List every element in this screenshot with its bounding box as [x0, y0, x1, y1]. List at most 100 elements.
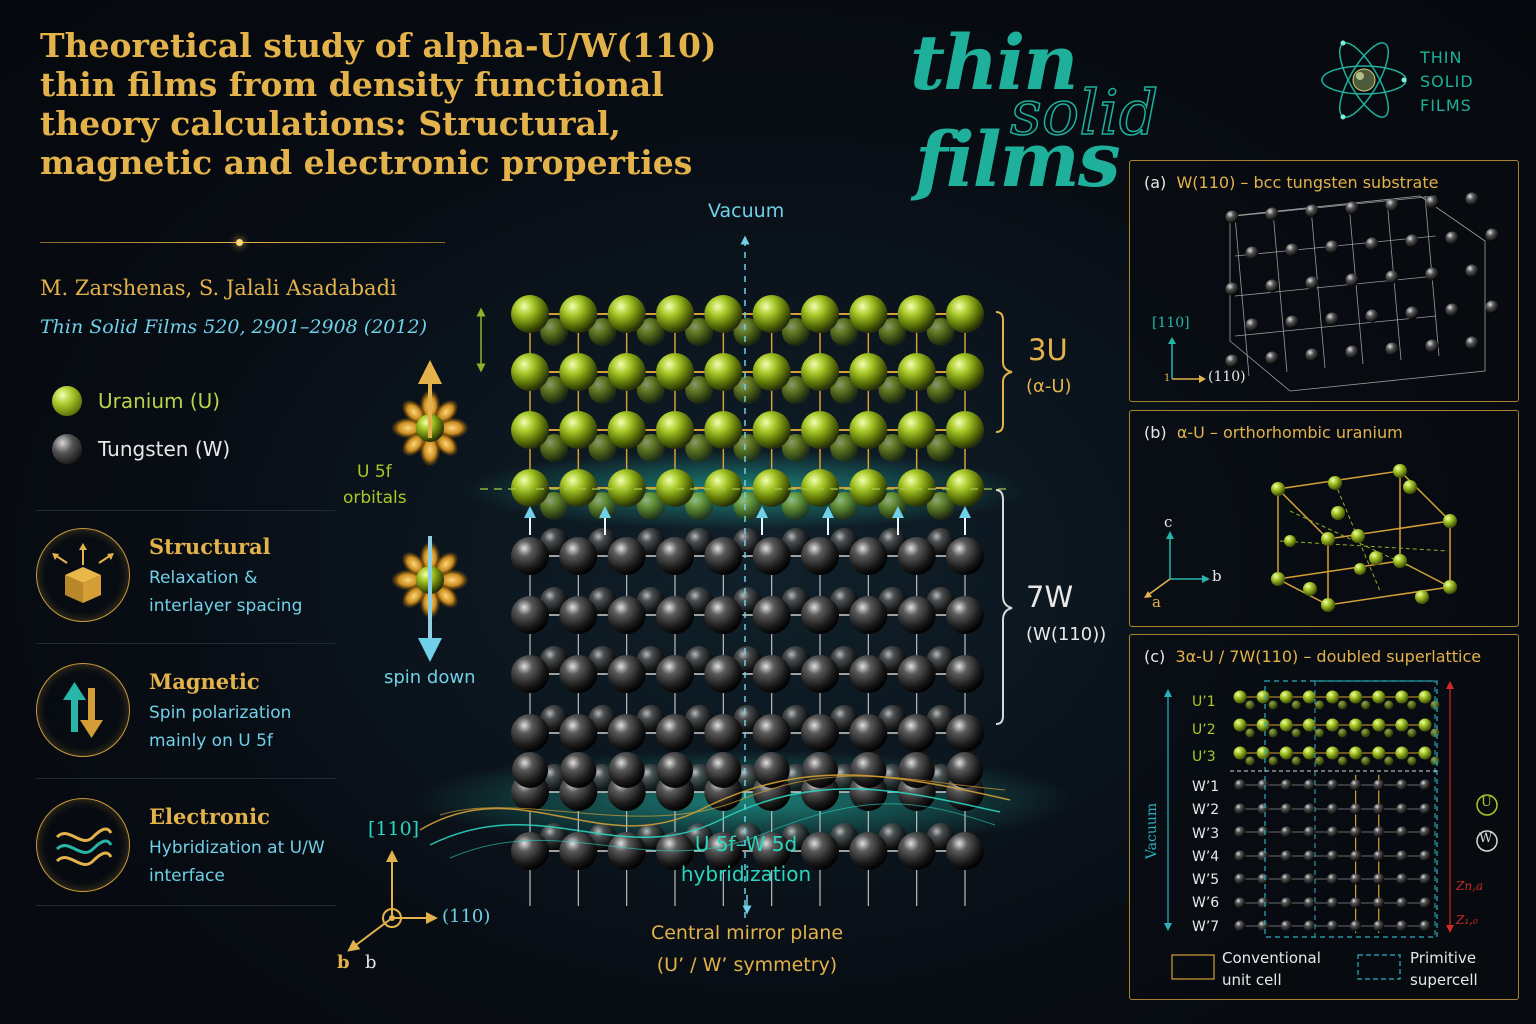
panel-c-u-atom	[1256, 718, 1270, 732]
uranium-atom-back	[781, 492, 810, 520]
panel-c-w-atom	[1280, 920, 1292, 932]
brand-word-films: films	[915, 115, 1121, 204]
tungsten-atom	[705, 752, 742, 788]
uranium-atom	[559, 469, 598, 507]
tungsten-atom	[512, 752, 548, 788]
tungsten-atom	[607, 714, 646, 752]
panel-c-w-atom	[1419, 779, 1431, 791]
property-desc: Relaxation & interlayer spacing	[149, 568, 303, 616]
uranium-atom-back	[636, 318, 665, 346]
uranium-atom	[946, 353, 984, 391]
panel-a-atom	[1465, 192, 1479, 206]
uranium-atom	[656, 411, 694, 449]
uranium-atom-back	[588, 434, 617, 462]
panel-a-atom	[1345, 345, 1359, 359]
panel-a-atom	[1465, 336, 1479, 350]
panel-a-atom	[1325, 240, 1339, 254]
uranium-atom-back	[685, 318, 714, 346]
panel-c-u-atom	[1418, 718, 1432, 732]
panel-a-atom	[1465, 264, 1479, 278]
panel-c-w-atom	[1373, 803, 1385, 815]
panel-c-u-atom-back	[1361, 756, 1371, 766]
uranium-atom	[752, 411, 791, 449]
panel-c-w-atom	[1373, 850, 1385, 862]
tungsten-atom	[704, 655, 743, 693]
uranium-atom-back	[636, 376, 665, 404]
tungsten-atom	[656, 714, 694, 752]
panel-c-u-atom	[1349, 718, 1363, 732]
tungsten-atom	[607, 596, 646, 634]
tungsten-atom	[849, 832, 888, 870]
tungsten-atom	[608, 752, 645, 788]
tungsten-atom	[559, 714, 598, 752]
divider-dot	[236, 239, 243, 246]
panel-a-bond	[1310, 207, 1326, 369]
tungsten-atom	[897, 832, 936, 870]
uranium-atom	[607, 295, 646, 333]
uranium-atom	[704, 353, 743, 391]
tungsten-atom	[704, 596, 743, 634]
legend-tungsten: Tungsten (W)	[52, 434, 230, 464]
uranium-atom	[801, 469, 839, 507]
tungsten-atom	[656, 655, 694, 693]
panel-c-vacuum-label: Vacuum	[1144, 802, 1161, 860]
panel-a-atom	[1345, 273, 1359, 287]
interface-arrows	[524, 506, 971, 535]
panel-c-structure	[1164, 680, 1498, 980]
panel-c-w-atom	[1280, 897, 1292, 909]
hybridization-waves	[419, 774, 1011, 859]
panel-c-u-atom-back	[1245, 728, 1255, 738]
tungsten-atom	[559, 537, 598, 575]
tungsten-atom	[656, 537, 694, 575]
panel-c-w-atom	[1257, 826, 1269, 838]
uranium-atom	[849, 469, 888, 507]
uranium-atom-back	[636, 492, 665, 520]
property-title: Structural	[149, 534, 271, 559]
panel-c-u-atom	[1233, 690, 1247, 704]
panel-c-w-atom	[1419, 920, 1431, 932]
uranium-atom-back	[781, 434, 810, 462]
atom-logo-icon	[1321, 40, 1407, 120]
panel-c-w-atom	[1350, 826, 1362, 838]
panel-c-w-atom	[1257, 873, 1269, 885]
uranium-atom	[801, 295, 839, 333]
w-layer-label: W’4	[1192, 848, 1220, 865]
panel-c-w-layers: W’1 W’2 W’3 W’4 W’5 W’6 W’7	[1192, 776, 1219, 939]
uranium-atom-back	[926, 318, 955, 346]
uranium-atom-back	[830, 492, 859, 520]
panel-a-axis-right: (110)	[1208, 369, 1246, 385]
tungsten-atom	[657, 752, 693, 788]
panel-a-atom	[1245, 246, 1259, 260]
uranium-atom-back	[540, 376, 569, 404]
panel-c-w-atom	[1234, 779, 1246, 791]
main-axes-icon	[347, 850, 438, 952]
panel-c-w-atom	[1303, 873, 1315, 885]
tungsten-atom	[704, 537, 743, 575]
tungsten-atom	[897, 655, 936, 693]
panel-a-cell-edge	[1229, 195, 1486, 392]
panel-c-text: 3α-U / 7W(110) – doubled superlattice	[1175, 647, 1482, 666]
panel-c-w-atom	[1327, 779, 1338, 791]
panel-c-u-atom	[1302, 690, 1316, 704]
tungsten-atom	[704, 832, 743, 870]
uranium-atom	[511, 411, 549, 449]
tungsten-atom	[897, 537, 936, 575]
panel-c-w-atom	[1234, 826, 1246, 838]
panel-c-w-atom	[1419, 897, 1431, 909]
panel-c-w-atom	[1373, 779, 1385, 791]
tungsten-atom	[511, 596, 549, 634]
w-layer-label: W’6	[1192, 895, 1220, 912]
separator	[36, 643, 336, 644]
panel-c-w-atom	[1350, 779, 1362, 791]
uranium-atom-back	[540, 318, 569, 346]
uranium-atom-back	[781, 376, 810, 404]
panel-c-w-atom	[1303, 803, 1315, 815]
panel-c-w-atom	[1234, 920, 1246, 932]
property-desc: Spin polarization mainly on U 5f	[149, 703, 292, 751]
panel-c-w-atom	[1280, 826, 1292, 838]
uranium-atom	[897, 469, 936, 507]
panel-a-label: (a)	[1144, 173, 1167, 192]
tungsten-atom	[897, 596, 936, 634]
tungsten-atom	[704, 714, 743, 752]
panel-a-atom	[1385, 342, 1399, 356]
